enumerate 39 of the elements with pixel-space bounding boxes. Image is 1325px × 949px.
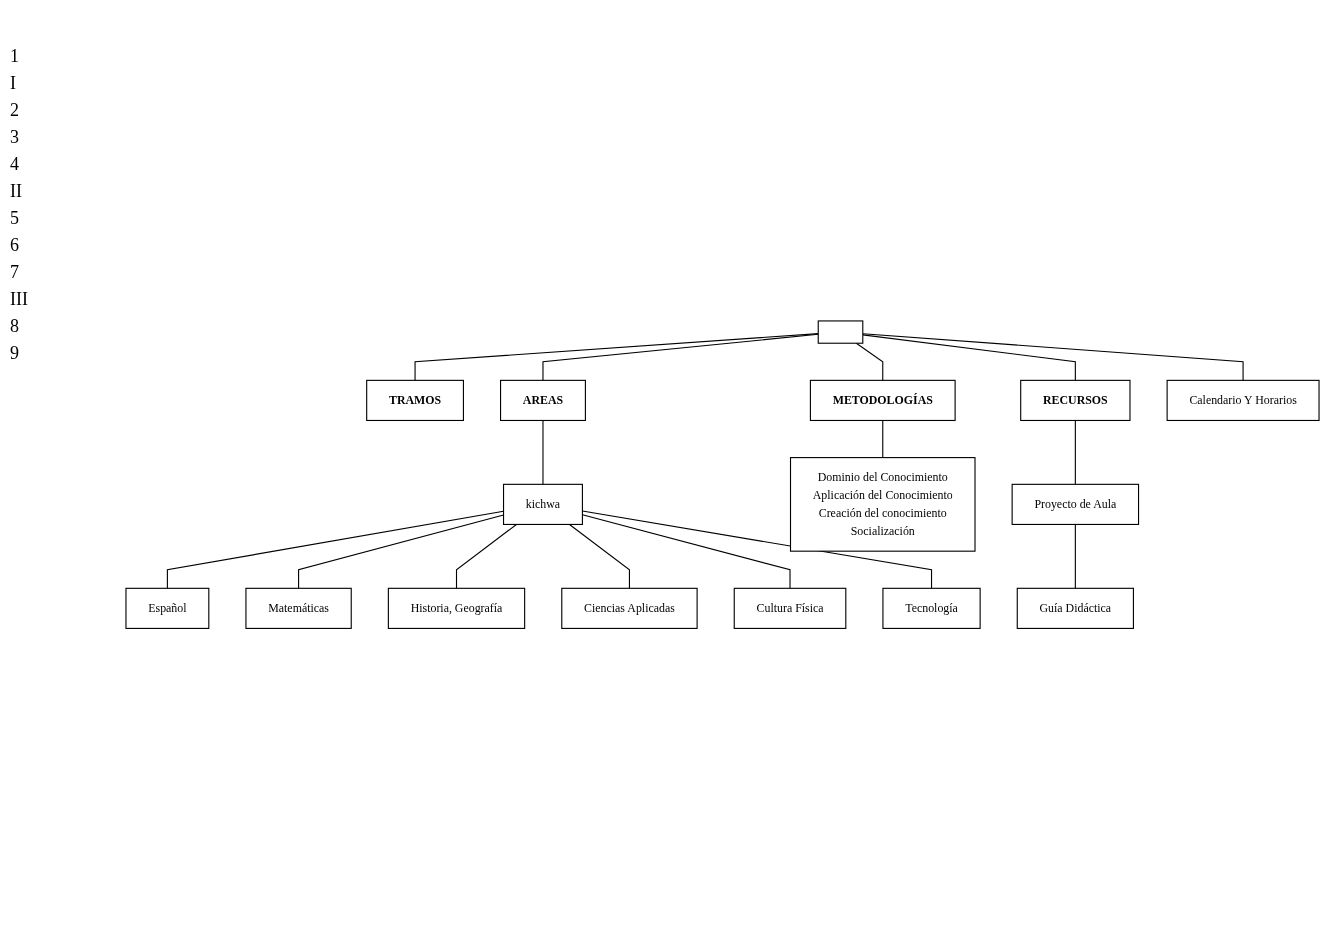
connector: [882, 419, 884, 458]
connector: [455, 523, 517, 589]
row-number: 4: [10, 154, 20, 175]
node-box: Historia, Geografía: [387, 587, 526, 629]
connector: [862, 333, 1244, 381]
row-number: 6: [10, 235, 20, 256]
node-box: [817, 320, 864, 344]
node-box: Proyecto de Aula: [1011, 483, 1140, 525]
node-box: Matemáticas: [245, 587, 352, 629]
node-box: kichwa: [503, 483, 583, 525]
row-number: 8: [10, 316, 20, 337]
node-box: Cultura Física: [733, 587, 847, 629]
node-box: Guía Didáctica: [1016, 587, 1134, 629]
row-number: 1: [10, 46, 20, 67]
node-box: Ciencias Aplicadas: [561, 587, 698, 629]
node-box: RECURSOS: [1020, 379, 1131, 421]
node-box: Calendario Y Horarios: [1166, 379, 1320, 421]
row-number: 2: [10, 100, 20, 121]
connector: [855, 342, 884, 381]
row-number: 5: [10, 208, 20, 229]
row-number: 7: [10, 262, 20, 283]
connector: [568, 523, 630, 589]
connector: [862, 334, 1076, 381]
connector: [414, 332, 819, 381]
node-box: AREAS: [500, 379, 586, 421]
row-number: III: [10, 289, 29, 310]
connector: [542, 333, 819, 381]
node-box: Español: [125, 587, 210, 629]
row-number: 9: [10, 343, 20, 364]
connector: [1074, 523, 1076, 589]
node-box: METODOLOGÍAS: [809, 379, 956, 421]
row-number: 3: [10, 127, 20, 148]
node-box: Dominio del Conocimiento Aplicación del Conocimiento Creación del conocimiento Socialización: [789, 456, 976, 552]
connector: [542, 419, 544, 485]
node-box: TRAMOS: [366, 379, 464, 421]
row-number: I: [10, 73, 17, 94]
node-box: Tecnología: [882, 587, 981, 629]
connector: [1074, 419, 1076, 485]
row-number: II: [10, 181, 23, 202]
